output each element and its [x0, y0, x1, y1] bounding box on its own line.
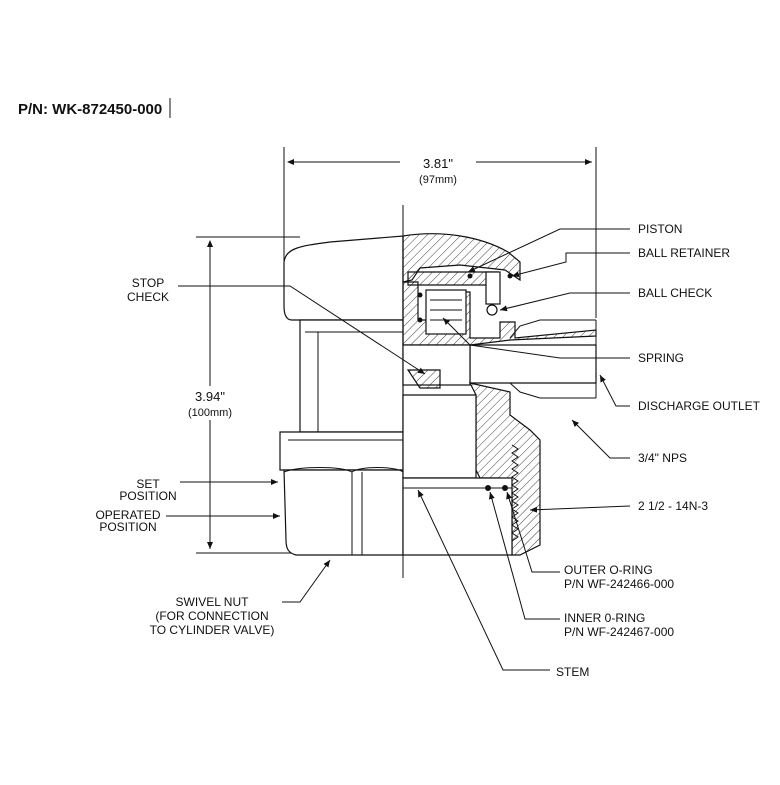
svg-text:DISCHARGE OUTLET: DISCHARGE OUTLET — [638, 399, 761, 413]
height-metric: (100mm) — [188, 407, 232, 419]
svg-text:3/4" NPS: 3/4" NPS — [638, 451, 687, 465]
outer-oring-mark — [502, 485, 508, 491]
svg-text:CHECK: CHECK — [127, 290, 169, 304]
callout-operated-position: OPERATED POSITION — [95, 508, 280, 534]
inner-oring-mark — [485, 485, 491, 491]
callout-npt: 3/4" NPS — [571, 419, 687, 465]
valve-body-outline — [279, 235, 404, 556]
callout-discharge-outlet: DISCHARGE OUTLET — [599, 374, 761, 413]
part-number: P/N: WK-872450-000 — [18, 101, 162, 118]
width-dimension: 3.81" (97mm) — [283, 147, 597, 318]
callout-stop-check: STOP CHECK — [127, 276, 426, 375]
svg-text:PISTON: PISTON — [638, 222, 682, 236]
svg-text:P/N WF-242467-000: P/N WF-242467-000 — [564, 625, 674, 639]
svg-text:POSITION: POSITION — [99, 520, 156, 534]
callout-spring: SPRING — [442, 317, 684, 365]
svg-text:(FOR CONNECTION: (FOR CONNECTION — [155, 609, 268, 623]
svg-text:SPRING: SPRING — [638, 351, 684, 365]
svg-text:BALL RETAINER: BALL RETAINER — [638, 246, 730, 260]
callout-ball-retainer: BALL RETAINER — [511, 246, 730, 278]
svg-text:TO CYLINDER VALVE): TO CYLINDER VALVE) — [150, 623, 275, 637]
svg-text:STEM: STEM — [556, 665, 589, 679]
svg-text:POSITION: POSITION — [119, 489, 176, 503]
callout-ball-check: BALL CHECK — [499, 286, 712, 312]
callout-set-position: SET POSITION — [119, 477, 278, 503]
svg-text:P/N WF-242466-000: P/N WF-242466-000 — [564, 577, 674, 591]
height-dimension: 3.94" (100mm) — [172, 236, 300, 554]
valve-section — [402, 233, 597, 556]
svg-text:STOP: STOP — [132, 276, 164, 290]
callout-swivel-nut: SWIVEL NUT (FOR CONNECTION TO CYLINDER V… — [150, 559, 331, 637]
svg-text:OPERATED: OPERATED — [95, 508, 160, 522]
callout-inner-oring: INNER 0-RING P/N WF-242467-000 — [488, 491, 674, 639]
callout-thread: 2 1/2 - 14N-3 — [529, 499, 708, 513]
svg-text:INNER 0-RING: INNER 0-RING — [564, 611, 645, 625]
callout-stem: STEM — [417, 489, 589, 679]
width-value: 3.81" — [423, 156, 453, 171]
callout-outer-oring: OUTER O-RING P/N WF-242466-000 — [506, 491, 674, 591]
svg-text:BALL CHECK: BALL CHECK — [638, 286, 712, 300]
callout-piston: PISTON — [467, 222, 682, 273]
svg-text:SET: SET — [136, 477, 160, 491]
svg-text:SWIVEL NUT: SWIVEL NUT — [176, 595, 250, 609]
width-metric: (97mm) — [419, 174, 457, 186]
height-value: 3.94" — [195, 389, 225, 404]
svg-text:2 1/2 - 14N-3: 2 1/2 - 14N-3 — [638, 499, 708, 513]
svg-text:OUTER O-RING: OUTER O-RING — [564, 563, 653, 577]
